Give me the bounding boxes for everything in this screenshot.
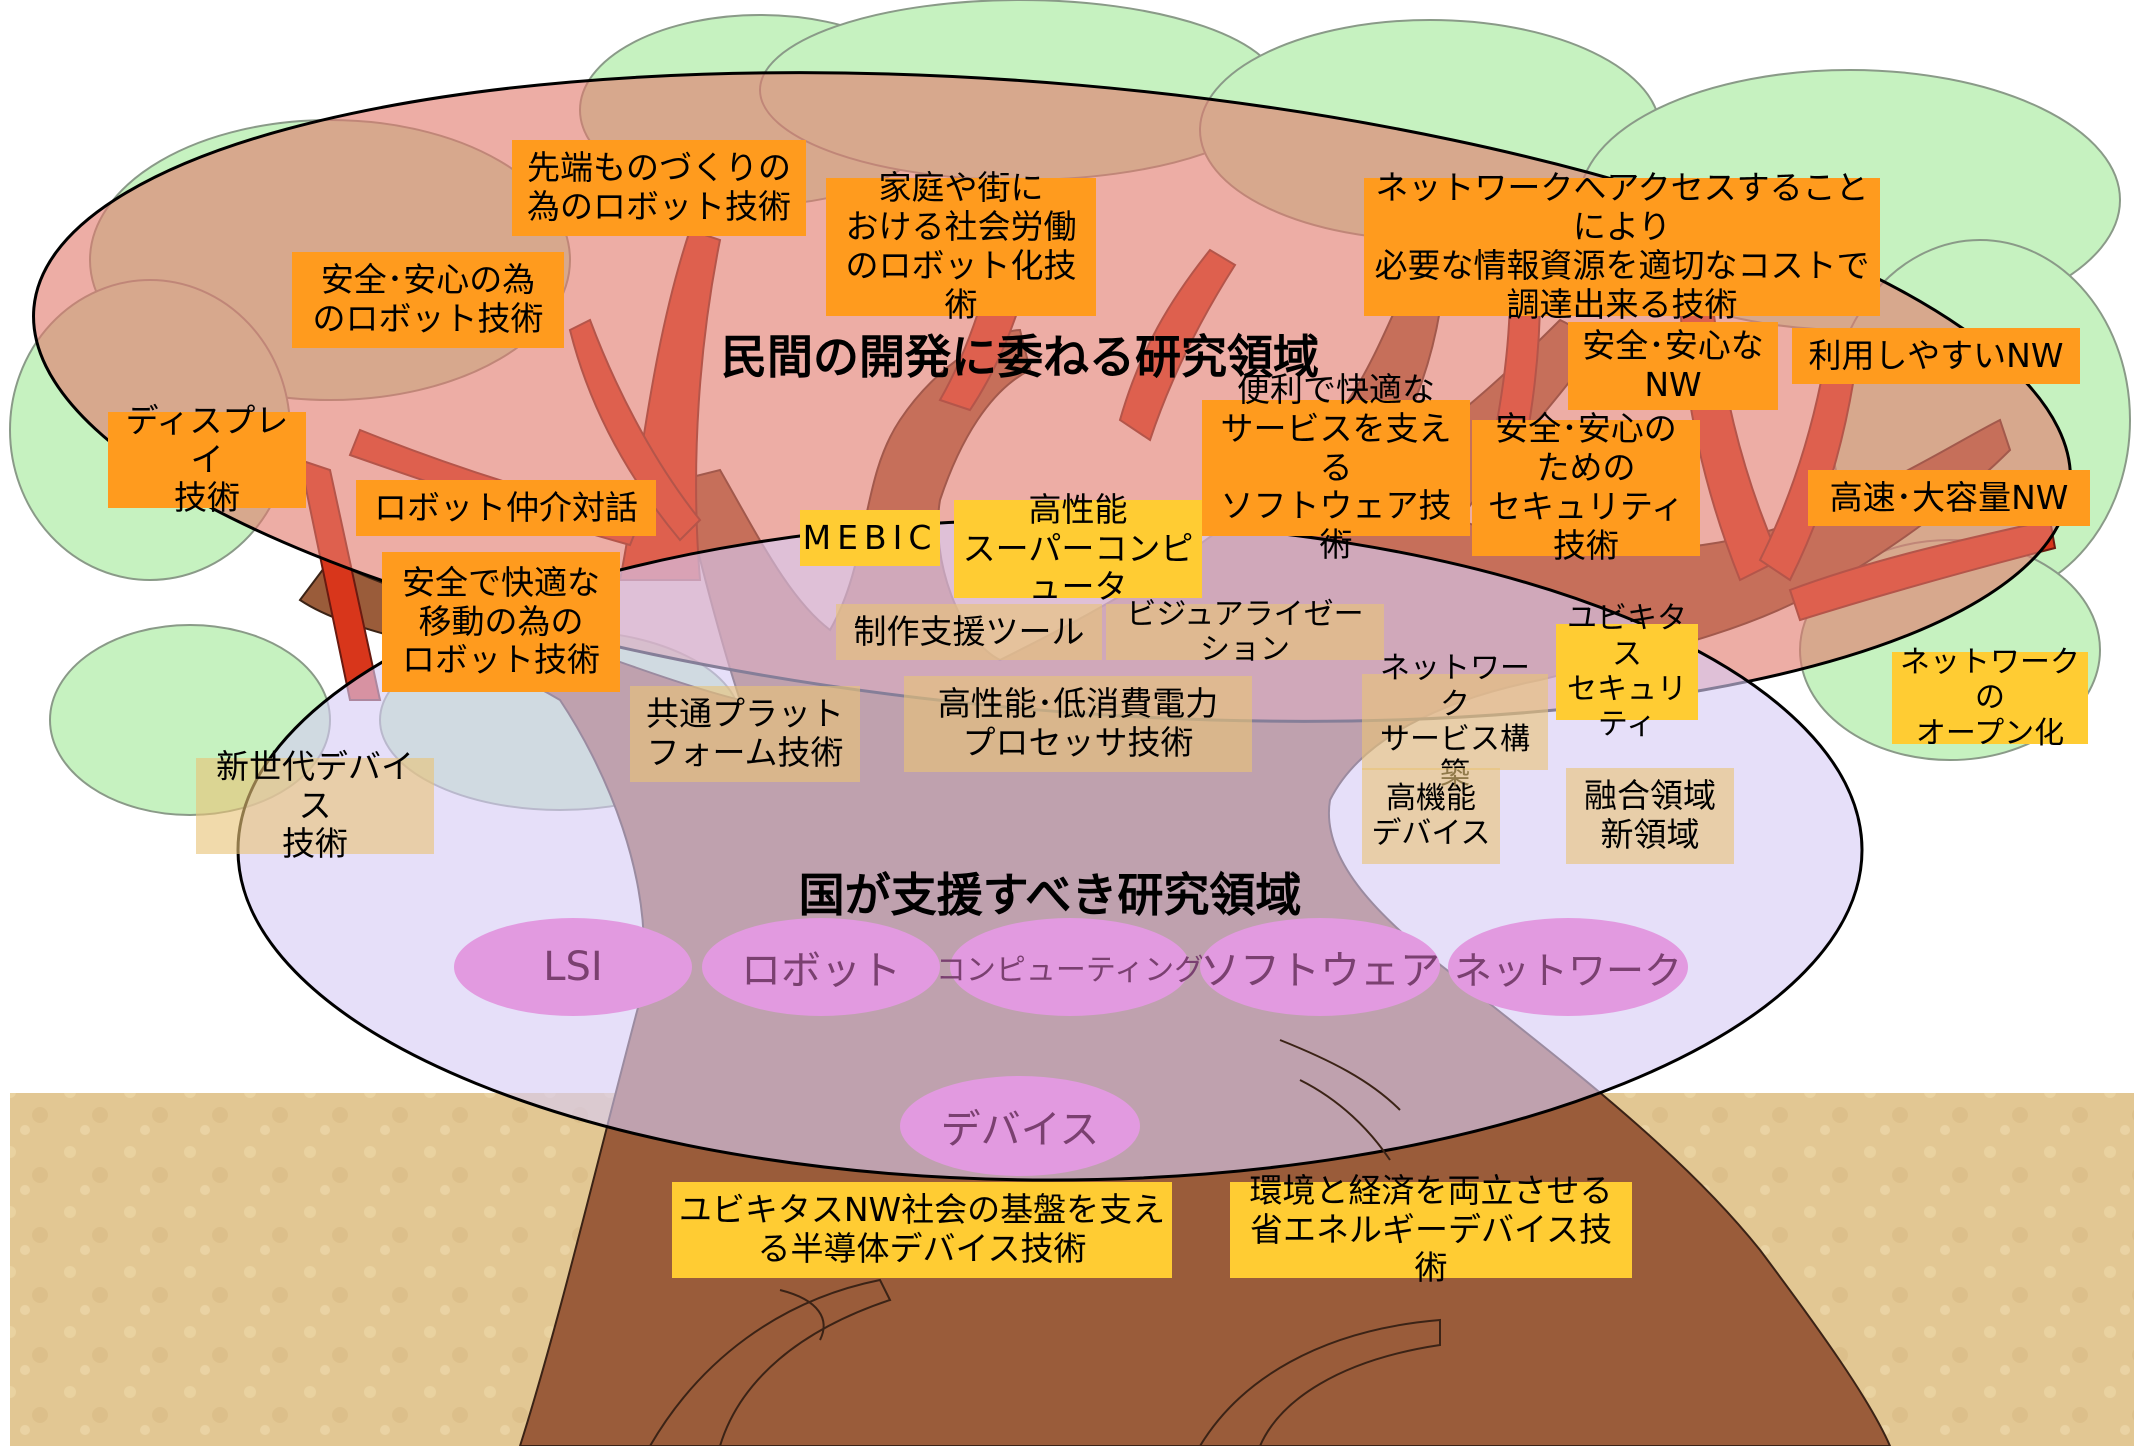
label-safe-nw: 安全･安心な NW [1568, 322, 1778, 410]
label-ubiquitous-semiconductor: ユビキタスNW社会の基盤を支え る半導体デバイス技術 [672, 1182, 1172, 1278]
pill-software: ソフトウェア [1200, 918, 1440, 1016]
pill-device: デバイス [900, 1076, 1140, 1176]
label-supercomputer: 高性能 スーパーコンピュータ [954, 490, 1202, 606]
pill-computing: コンピューティング [936, 918, 1204, 1016]
pill-network: ネットワーク [1448, 918, 1688, 1016]
label-display: ディスプレイ 技術 [108, 401, 306, 517]
label-highspeed-nw: 高速･大容量NW [1808, 470, 2090, 526]
private-domain-title: 民間の開発に委ねる研究領域 [721, 329, 1319, 384]
label-next-device: 新世代デバイス 技術 [196, 747, 434, 863]
label-robot-mobility: 安全で快適な 移動の為の ロボット技術 [382, 552, 620, 692]
label-service-software: 便利で快適な サービスを支える ソフトウェア技術 [1202, 370, 1470, 564]
pill-robot: ロボット [702, 918, 940, 1016]
label-energy-saving-device: 環境と経済を両立させる 省エネルギーデバイス技術 [1230, 1171, 1632, 1287]
label-security-tech: 安全･安心の ための セキュリティ技術 [1472, 409, 1700, 565]
label-easy-nw: 利用しやすいNW [1792, 328, 2080, 384]
label-network-access: ネットワークへアクセスすることにより 必要な情報資源を適切なコストで 調達出来る… [1364, 168, 1880, 324]
pill-lsi: LSI [454, 918, 692, 1016]
label-robot-manufacturing: 先端ものづくりの 為のロボット技術 [512, 140, 806, 236]
label-common-platform: 共通プラット フォーム技術 [630, 686, 860, 782]
label-network-open: ネットワークの オープン化 [1892, 645, 2088, 751]
label-mebic: MEBIC [800, 510, 940, 566]
label-visualization: ビジュアライゼーション [1106, 597, 1384, 667]
trunk-creases [779, 1039, 1401, 1341]
label-network-service: ネットワーク サービス構築 [1362, 651, 1548, 792]
label-fusion: 融合領域 新領域 [1566, 768, 1734, 864]
label-ubiquitous-security: ユビキタス セキュリティ [1556, 601, 1698, 742]
label-robot-society: 家庭や街に おける社会労働 のロボット化技術 [826, 168, 1096, 324]
label-production-tool: 制作支援ツール [836, 604, 1102, 660]
label-processor: 高性能･低消費電力 プロセッサ技術 [904, 676, 1252, 772]
label-robot-dialog: ロボット仲介対話 [356, 480, 656, 536]
label-high-function-device: 高機能 デバイス [1362, 768, 1500, 864]
label-robot-safety: 安全･安心の為 のロボット技術 [292, 252, 564, 348]
national-domain-title: 国が支援すべき研究領域 [798, 867, 1302, 922]
